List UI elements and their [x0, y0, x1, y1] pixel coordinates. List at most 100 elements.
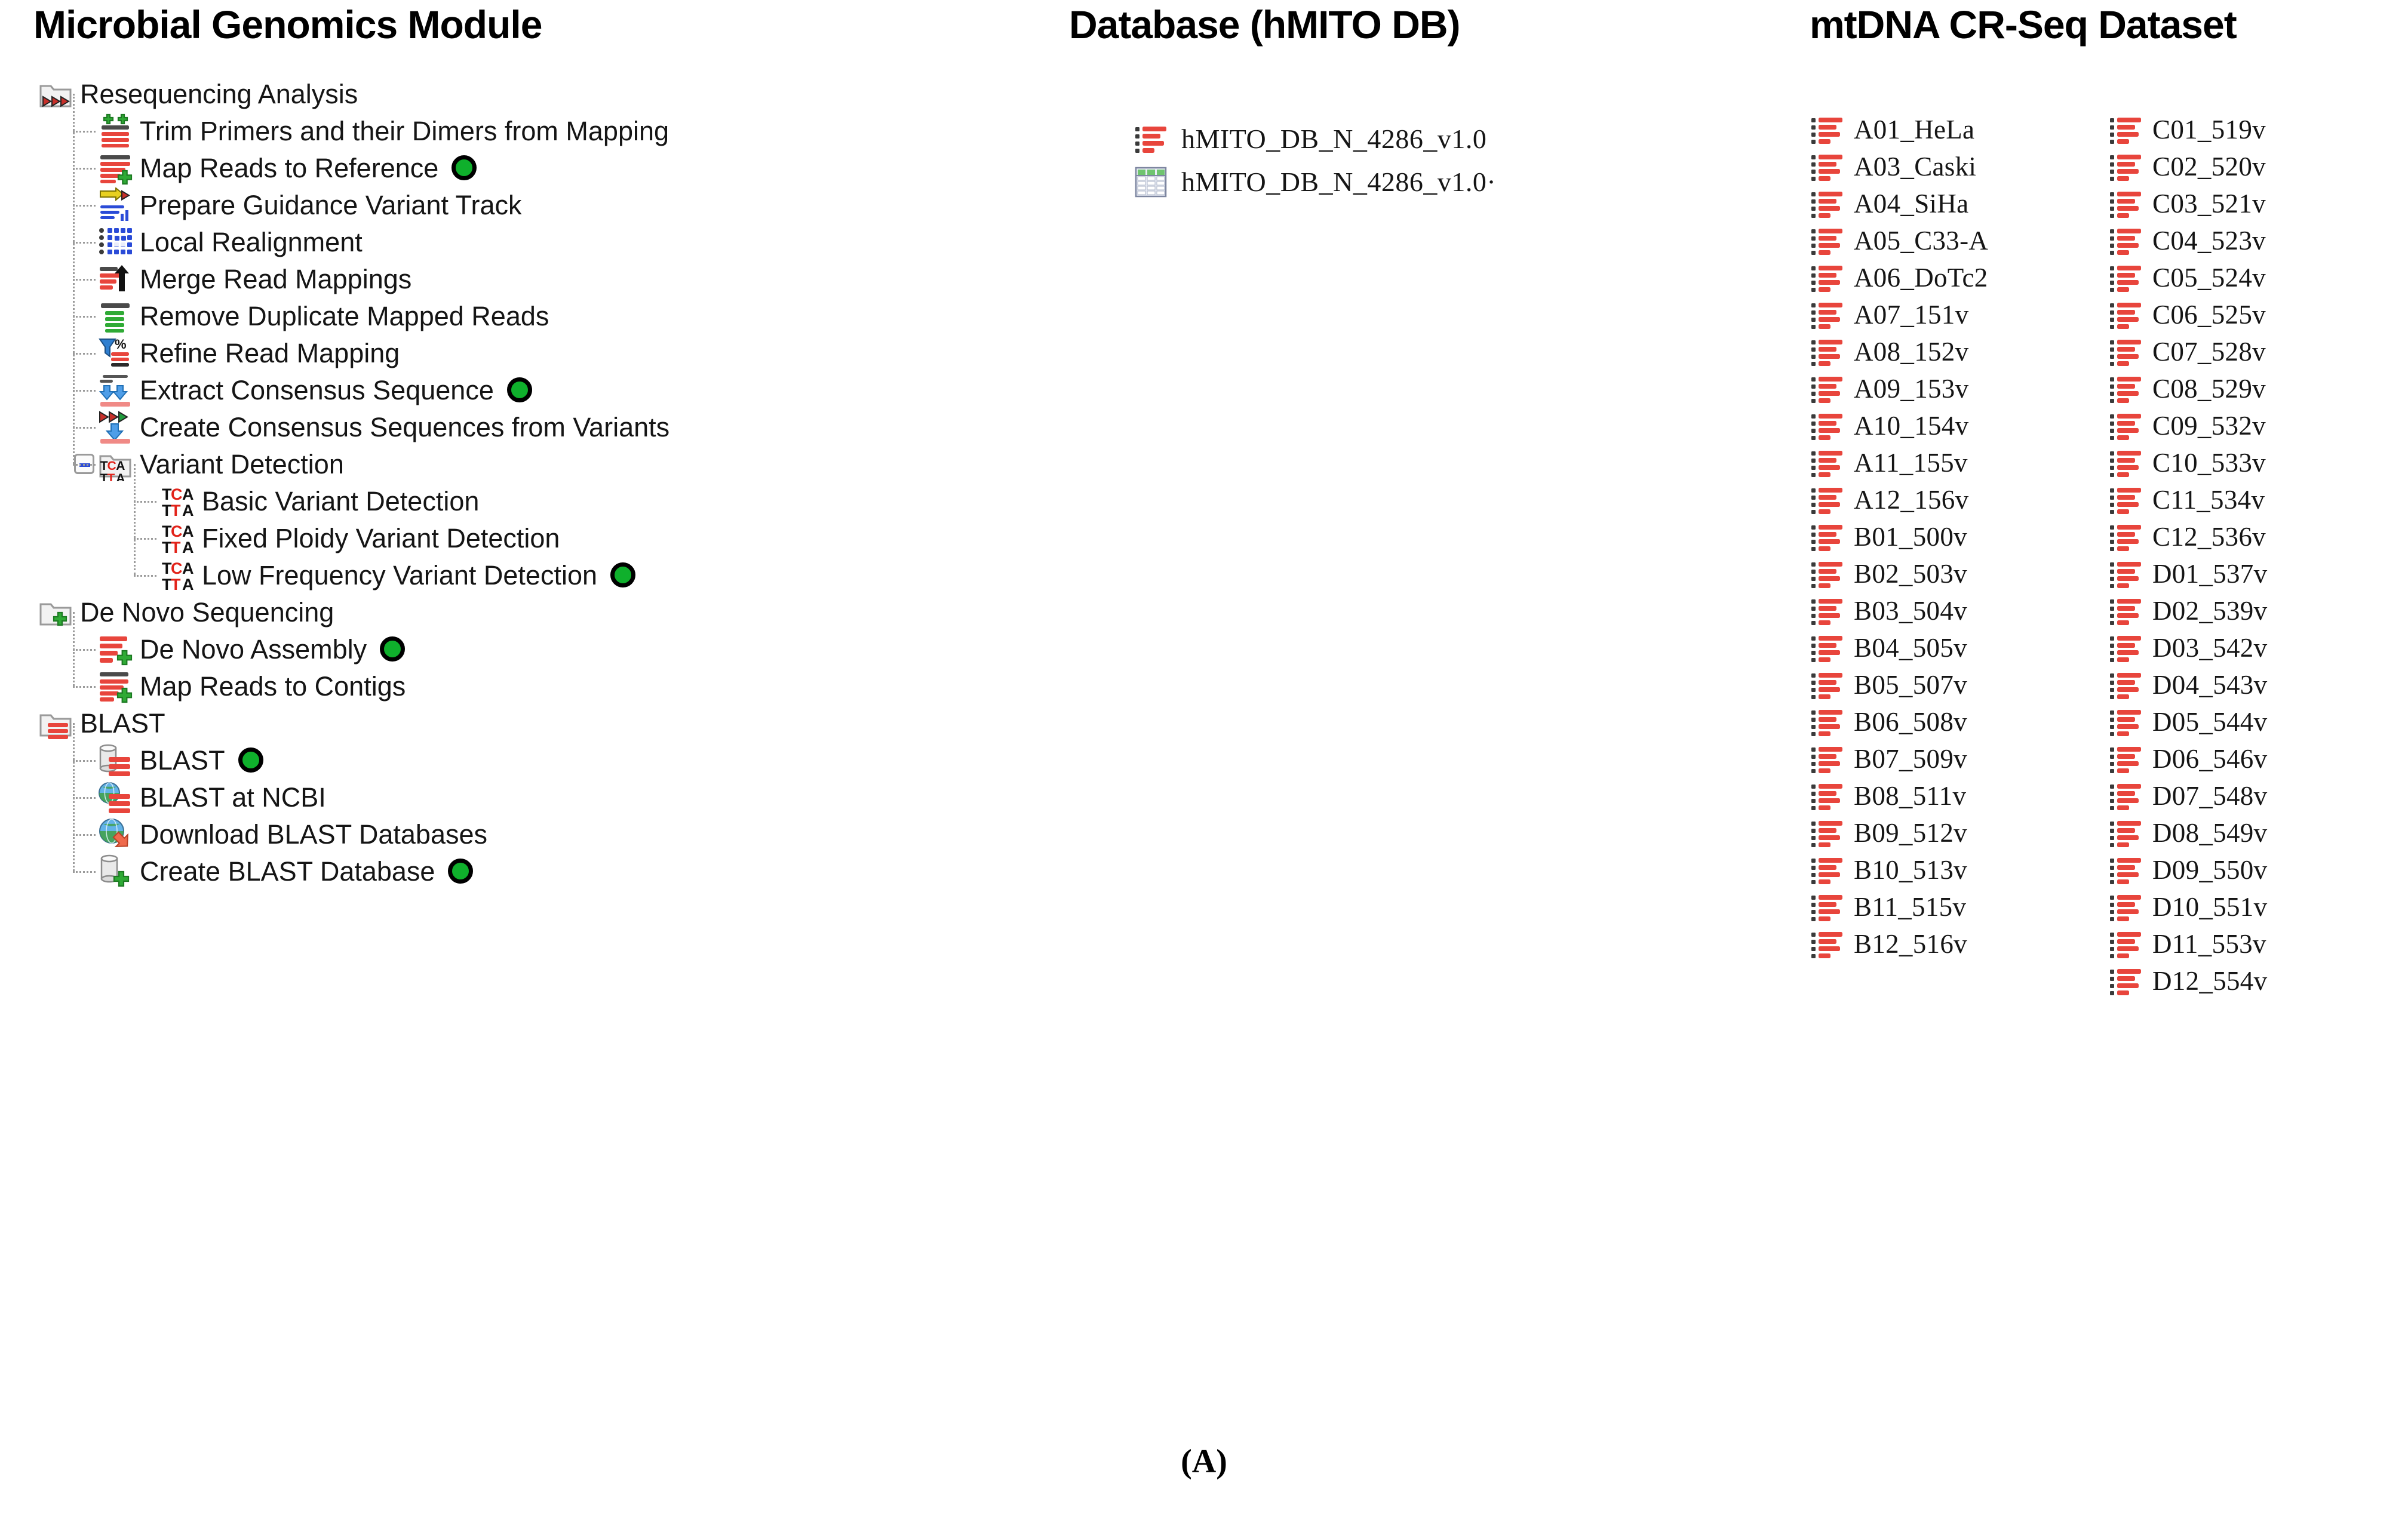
mtdna-list-item[interactable]: A09_153v — [1810, 370, 2108, 407]
table-grid-icon — [1134, 164, 1168, 199]
mtdna-list-item[interactable]: A05_C33-A — [1810, 222, 2108, 259]
database-list-item[interactable]: hMITO_DB_N_4286_v1.0· — [1134, 160, 1714, 203]
tree-row[interactable]: Create Consensus Sequences from Variants — [27, 408, 1019, 445]
mtdna-list-item[interactable]: D11_553v — [2108, 925, 2407, 962]
mtdna-list-item[interactable]: C04_523v — [2108, 222, 2407, 259]
sequence-list-icon — [2108, 408, 2143, 443]
tree-row[interactable]: Remove Duplicate Mapped Reads — [27, 297, 1019, 334]
tree-guide-stub — [73, 686, 96, 688]
database-list-item[interactable]: hMITO_DB_N_4286_v1.0 — [1134, 117, 1714, 160]
mtdna-list-item[interactable]: B02_503v — [1810, 555, 2108, 592]
tree-guide-stub — [134, 538, 156, 540]
mtdna-list-item[interactable]: D07_548v — [2108, 777, 2407, 814]
mtdna-list-item[interactable]: A06_DoTc2 — [1810, 259, 2108, 296]
mtdna-list-item[interactable]: C02_520v — [2108, 148, 2407, 185]
mtdna-item-label: B02_503v — [1854, 559, 1967, 589]
tree-row[interactable]: BLAST — [27, 742, 1019, 779]
mtdna-list-item[interactable]: B04_505v — [1810, 629, 2108, 666]
tree-row[interactable]: De Novo Sequencing — [27, 593, 1019, 630]
figure-caption: (A) — [1181, 1443, 1227, 1480]
tree-row[interactable]: Map Reads to Reference — [27, 149, 1019, 186]
mtdna-list-item[interactable]: D02_539v — [2108, 592, 2407, 629]
svg-text:A: A — [116, 472, 125, 481]
blast-at-ncbi-icon — [98, 780, 133, 814]
tree-row-label: Merge Read Mappings — [140, 263, 412, 294]
mtdna-list-item[interactable]: C06_525v — [2108, 296, 2407, 333]
mtdna-list-item[interactable]: B10_513v — [1810, 851, 2108, 888]
mtdna-list-item[interactable]: B01_500v — [1810, 518, 2108, 555]
sequence-list-icon — [1810, 630, 1844, 665]
tree-row[interactable]: Download BLAST Databases — [27, 816, 1019, 853]
mtdna-list-item[interactable]: D04_543v — [2108, 666, 2407, 703]
mtdna-list-item[interactable]: D03_542v — [2108, 629, 2407, 666]
mtdna-list-item[interactable]: A03_Caski — [1810, 148, 2108, 185]
mtdna-list-item[interactable]: A07_151v — [1810, 296, 2108, 333]
tree-row[interactable]: Local Realignment — [27, 223, 1019, 260]
svg-text:T: T — [162, 559, 172, 577]
mtdna-list-item[interactable]: A11_155v — [1810, 444, 2108, 481]
mtdna-list-item[interactable]: C07_528v — [2108, 333, 2407, 370]
mtdna-item-label: D04_543v — [2152, 670, 2268, 700]
tree-row-label: Map Reads to Contigs — [140, 670, 406, 702]
mtdna-list-item[interactable]: B08_511v — [1810, 777, 2108, 814]
tree-row[interactable]: Prepare Guidance Variant Track — [27, 186, 1019, 223]
mtdna-list-item[interactable]: B03_504v — [1810, 592, 2108, 629]
module-panel-title: Microbial Genomics Module — [33, 2, 542, 47]
tree-row[interactable]: Extract Consensus Sequence — [27, 371, 1019, 408]
mtdna-list-item[interactable]: C03_521v — [2108, 185, 2407, 222]
tree-row[interactable]: BLAST at NCBI — [27, 779, 1019, 816]
mtdna-list-item[interactable]: C12_536v — [2108, 518, 2407, 555]
svg-text:A: A — [182, 485, 194, 503]
tree-row[interactable]: Merge Read Mappings — [27, 260, 1019, 297]
tree-row[interactable]: BLAST — [27, 705, 1019, 742]
mtdna-list-item[interactable]: D08_549v — [2108, 814, 2407, 851]
svg-text:T: T — [107, 472, 115, 481]
tree-row[interactable]: % Refine Read Mapping — [27, 334, 1019, 371]
mtdna-item-label: A09_153v — [1854, 374, 1969, 404]
svg-text:A: A — [182, 559, 194, 577]
mtdna-panel-title: mtDNA CR-Seq Dataset — [1810, 2, 2237, 47]
mtdna-item-label: C04_523v — [2152, 226, 2266, 256]
status-dot-green — [506, 377, 532, 402]
folder-variant-detection-icon: T C A T T A — [98, 447, 133, 481]
svg-text:A: A — [182, 539, 194, 555]
mtdna-list-item[interactable]: C05_524v — [2108, 259, 2407, 296]
mtdna-list-item[interactable]: C09_532v — [2108, 407, 2407, 444]
mtdna-list-item[interactable]: D09_550v — [2108, 851, 2407, 888]
tree-row[interactable]: Create BLAST Database — [27, 853, 1019, 890]
mtdna-list-item[interactable]: B11_515v — [1810, 888, 2108, 925]
sequence-list-icon — [2108, 779, 2143, 813]
mtdna-list-item[interactable]: A08_152v — [1810, 333, 2108, 370]
mtdna-list-item[interactable]: B12_516v — [1810, 925, 2108, 962]
mtdna-list-item[interactable]: C08_529v — [2108, 370, 2407, 407]
mtdna-list-item[interactable]: A12_156v — [1810, 481, 2108, 518]
mtdna-list-item[interactable]: B05_507v — [1810, 666, 2108, 703]
mtdna-list-item[interactable]: A01_HeLa — [1810, 111, 2108, 148]
mtdna-list-item[interactable]: D10_551v — [2108, 888, 2407, 925]
mtdna-item-label: B08_511v — [1854, 781, 1967, 811]
mtdna-item-label: B11_515v — [1854, 892, 1967, 922]
mtdna-list-item[interactable]: B09_512v — [1810, 814, 2108, 851]
mtdna-list-item[interactable]: C01_519v — [2108, 111, 2407, 148]
tree-row[interactable]: Trim Primers and their Dimers from Mappi… — [27, 112, 1019, 149]
mtdna-list-item[interactable]: D06_546v — [2108, 740, 2407, 777]
sequence-list-icon — [2108, 556, 2143, 591]
mtdna-list-item[interactable]: B06_508v — [1810, 703, 2108, 740]
mtdna-list-item[interactable]: A10_154v — [1810, 407, 2108, 444]
mtdna-list-item[interactable]: C11_534v — [2108, 481, 2407, 518]
mtdna-list-item[interactable]: A04_SiHa — [1810, 185, 2108, 222]
mtdna-list-item[interactable]: D05_544v — [2108, 703, 2407, 740]
tree-row[interactable]: De Novo Assembly — [27, 630, 1019, 667]
mtdna-list-item[interactable]: D01_537v — [2108, 555, 2407, 592]
tree-row[interactable]: Resequencing Analysis — [27, 75, 1019, 112]
mtdna-list-item[interactable]: C10_533v — [2108, 444, 2407, 481]
mtdna-item-label: D09_550v — [2152, 855, 2268, 885]
mtdna-list-item[interactable]: B07_509v — [1810, 740, 2108, 777]
sequence-list-icon — [2108, 186, 2143, 221]
mtdna-list-item[interactable]: D12_554v — [2108, 962, 2407, 999]
tree-row[interactable]: Map Reads to Contigs — [27, 667, 1019, 705]
